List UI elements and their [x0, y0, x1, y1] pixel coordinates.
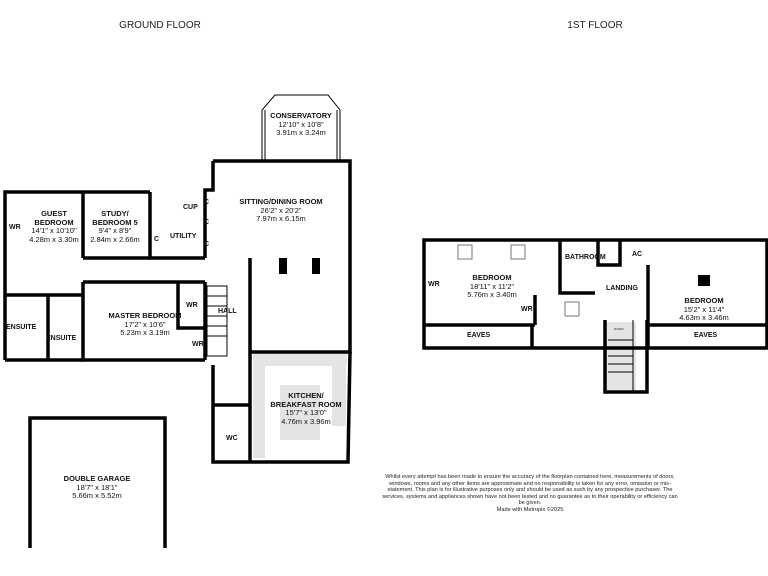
- room-sitting-dining: SITTING/DINING ROOM 26'2" x 20'2" 7.97m …: [239, 197, 323, 223]
- first-floor-walls: [422, 238, 768, 394]
- cupboard-cup: CUP: [183, 204, 198, 211]
- room-guest-bedroom: GUEST BEDROOM 14'1" x 10'10" 4.28m x 3.3…: [29, 209, 79, 244]
- chimney-block: [698, 275, 710, 286]
- room-conservatory: CONSERVATORY 12'10" x 10'8" 3.91m x 3.24…: [270, 111, 332, 137]
- room-wc: WC: [226, 435, 238, 442]
- fixtures: [253, 322, 636, 458]
- wardrobe-bedroom-1: WR: [428, 281, 440, 288]
- room-double-garage: DOUBLE GARAGE 18'7" x 18'1" 5.66m x 5.52…: [63, 474, 131, 500]
- room-kitchen: KITCHEN/ BREAKFAST ROOM 15'7" x 13'0" 4.…: [270, 391, 342, 426]
- eaves-left: EAVES: [467, 332, 491, 339]
- room-ensuite-1: ENSUITE: [6, 324, 37, 331]
- room-ensuite-2: ENSUITE: [46, 335, 77, 342]
- wardrobe-bedroom-1b: WR: [521, 306, 533, 313]
- skylights: [457, 244, 580, 317]
- disclaimer-text: Whilst every attempt has been made to en…: [382, 474, 678, 507]
- room-landing: LANDING: [606, 285, 638, 292]
- credit-text: Made with Metropix ©2025: [496, 506, 564, 513]
- stairs-down-label: DOWN: [614, 327, 624, 331]
- room-bathroom: BATHROOM: [565, 254, 606, 261]
- cupboard-c: C: [204, 241, 210, 248]
- wardrobe-master-2: WR: [192, 341, 204, 348]
- fireplace: [279, 258, 320, 274]
- cupboard-c: C: [204, 219, 210, 226]
- room-utility: UTILITY: [170, 233, 197, 240]
- room-study: STUDY/ BEDROOM 5 9'4" x 8'9" 2.84m x 2.6…: [90, 209, 140, 244]
- room-bedroom-1: BEDROOM 18'11" x 11'2" 5.76m x 3.40m: [467, 273, 517, 299]
- airing-cupboard: AC: [632, 251, 643, 258]
- ground-floor-title: GROUND FLOOR: [119, 20, 201, 31]
- cupboard-c: C: [154, 236, 160, 243]
- wardrobe-master: WR: [186, 302, 198, 309]
- wardrobe-guest: WR: [9, 224, 21, 231]
- room-bedroom-2: BEDROOM 15'2" x 11'4" 4.63m x 3.46m: [679, 296, 729, 322]
- conservatory-walls: [261, 94, 341, 161]
- cupboard-c: C: [204, 199, 210, 206]
- hall-stairs: [206, 285, 228, 357]
- ground-floor-walls: [3, 159, 352, 548]
- room-hall: HALL: [218, 308, 237, 315]
- room-master-bedroom: MASTER BEDROOM 17'2" x 10'6" 5.23m x 3.1…: [108, 311, 182, 337]
- first-floor-title: 1ST FLOOR: [567, 20, 623, 31]
- eaves-right: EAVES: [694, 332, 718, 339]
- disclaimer: Whilst every attempt has been made to en…: [380, 474, 680, 514]
- first-stairs: [608, 320, 634, 392]
